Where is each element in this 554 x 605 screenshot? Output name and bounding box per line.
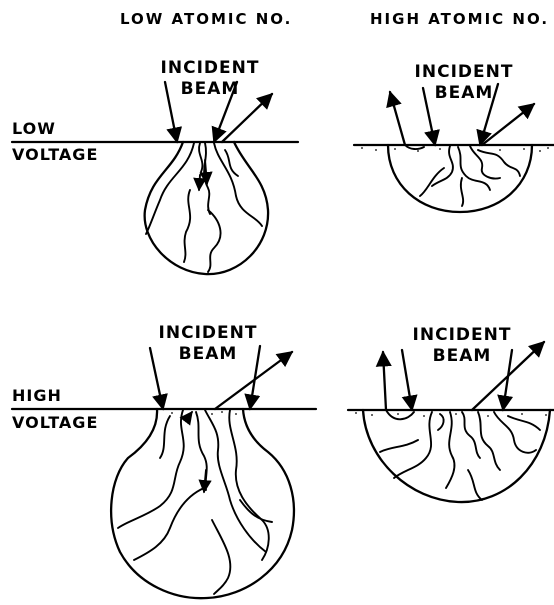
column-header-high-atomic: HIGH ATOMIC NO. (370, 10, 549, 28)
incident-beam-label-line1: INCIDENT (415, 62, 514, 82)
row-label-low-voltage-line2: VOLTAGE (12, 145, 98, 164)
incident-beam-label-line1: INCIDENT (413, 325, 512, 345)
panel-low-voltage-high-atomic: INCIDENT BEAM (354, 62, 554, 212)
row-label-low-voltage-line1: LOW (12, 119, 56, 138)
row-label-high-voltage-line1: HIGH (12, 386, 62, 405)
panel-high-voltage-high-atomic: INCIDENT BEAM (348, 325, 554, 502)
incident-beam-arrow (423, 88, 435, 145)
backscattered-electron-arrow (383, 352, 386, 410)
column-header-low-atomic: LOW ATOMIC NO. (120, 10, 292, 28)
incident-beam-label-line2: BEAM (435, 83, 494, 103)
backscattered-electron-arrow (390, 92, 405, 145)
incident-beam-arrow (150, 348, 163, 409)
electron-paths (118, 410, 272, 594)
interaction-volume (363, 410, 550, 502)
incident-beam-label-line1: INCIDENT (159, 323, 258, 343)
interaction-volume (145, 142, 268, 274)
panel-low-voltage-low-atomic: INCIDENT BEAM (12, 58, 298, 274)
incident-beam-label-line1: INCIDENT (161, 58, 260, 78)
panel-high-voltage-low-atomic: INCIDENT BEAM (12, 323, 316, 598)
incident-beam-label-line2: BEAM (179, 344, 238, 364)
electron-paths (405, 145, 520, 206)
interaction-volume (111, 409, 294, 598)
electron-paths (380, 410, 540, 500)
incident-beam-label-line2: BEAM (433, 346, 492, 366)
incident-beam-arrow (165, 82, 177, 142)
incident-beam-arrow (402, 350, 412, 410)
electron-paths (146, 143, 262, 272)
row-label-high-voltage-line2: VOLTAGE (12, 413, 98, 432)
